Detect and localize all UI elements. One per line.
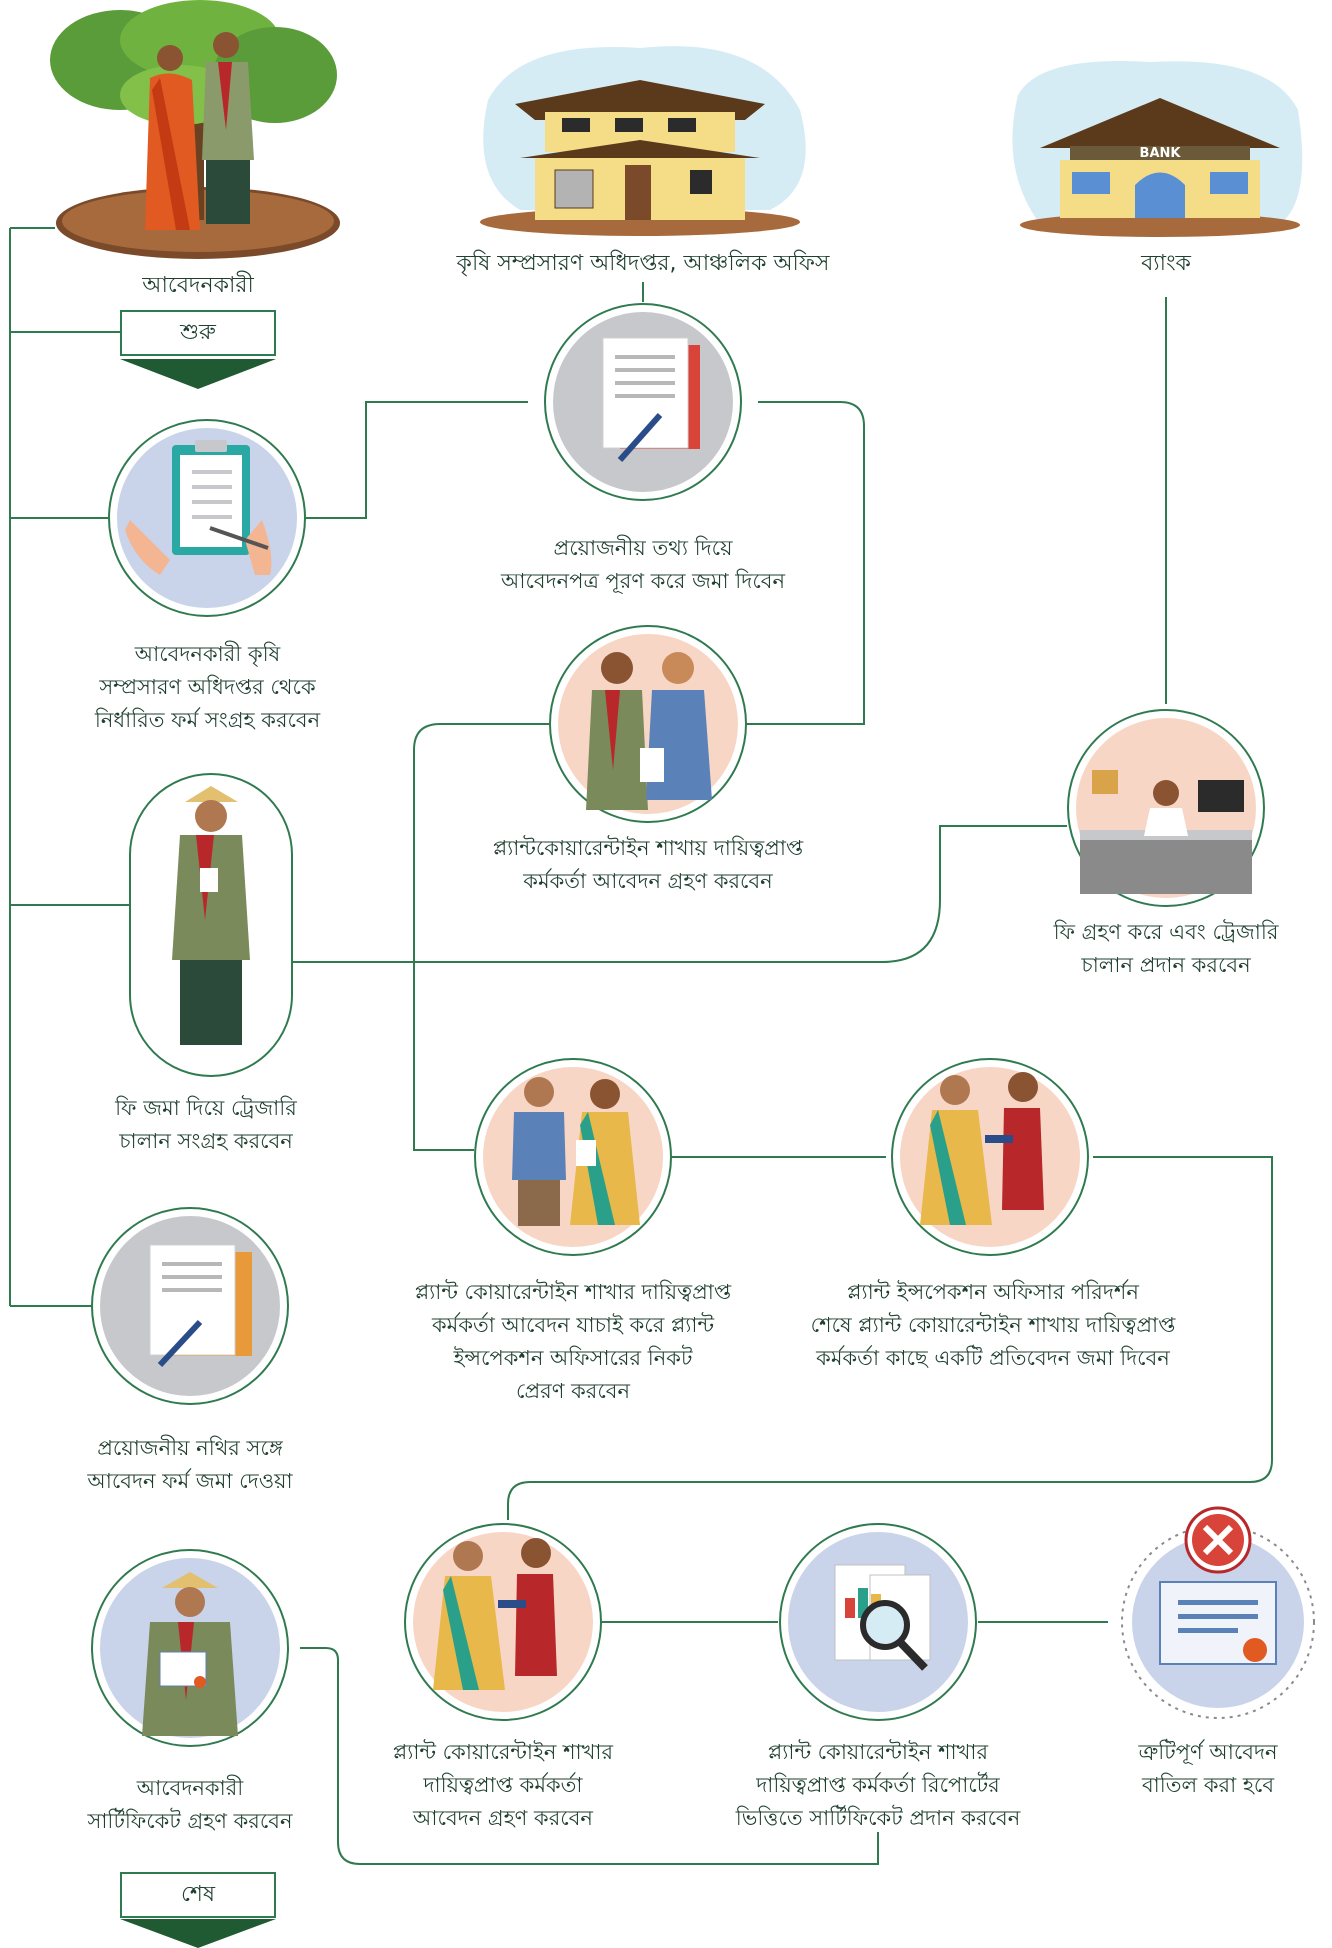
step-issue-certificate-label: প্ল্যান্ট কোয়ারেন্টাইন শাখার দায়িত্বপ্… <box>735 1740 1021 1830</box>
connector-farmer-to-bank <box>292 825 1067 963</box>
connector-certificate-to-applicant <box>300 1647 879 1865</box>
office-label: কৃষি সম্প্রসারণ অধিদপ্তর, আঞ্চলিক অফিস <box>456 250 830 276</box>
connector-inspection-to-receive2 <box>507 1156 1273 1520</box>
applicant-illustration <box>50 0 340 259</box>
end-box: শেষ <box>120 1872 276 1918</box>
rejected-certificate-icon <box>1121 1506 1315 1719</box>
bank-sign: BANK <box>1140 146 1182 161</box>
magnifier-report-icon <box>779 1523 977 1721</box>
start-label: শুরু <box>180 320 216 345</box>
step-verify-forward-label: প্ল্যান্ট কোয়ারেন্টাইন শাখার দায়িত্বপ্… <box>414 1280 732 1403</box>
bank-teller-icon <box>1067 709 1265 907</box>
office-illustration <box>480 46 806 236</box>
bank-label: ব্যাংক <box>1140 251 1191 276</box>
step-officer-receive-label: প্ল্যান্টকোয়ারেন্টাইন শাখায় দায়িত্বপ্… <box>492 836 804 893</box>
document-folder-icon <box>91 1207 289 1405</box>
farmer-certificate-icon <box>91 1549 289 1747</box>
step-bank-fee-label: ফি গ্রহণ করে এবং ট্রেজারি চালান প্রদান ক… <box>1053 920 1279 977</box>
end-arrow <box>120 1919 276 1948</box>
step-pay-fee-label: ফি জমা দিয়ে ট্রেজারি চালান সংগ্রহ করবেন <box>115 1096 297 1153</box>
step-inspection-report-label: প্ল্যান্ট ইন্সপেকশন অফিসার পরিদর্শন শেষে… <box>810 1280 1176 1370</box>
officer-woman-icon <box>474 1058 672 1256</box>
two-officers-icon <box>549 625 747 823</box>
end-label: শেষ <box>180 1882 216 1907</box>
collect-form-icon <box>108 419 306 617</box>
connector-lines <box>9 227 1273 1865</box>
start-box: শুরু <box>120 310 276 356</box>
step-collect-form-label: আবেদনকারী কৃষি সম্প্রসারণ অধিদপ্তর থেকে … <box>94 642 321 732</box>
step-officer-receive-2-label: প্ল্যান্ট কোয়ারেন্টাইন শাখার দায়িত্বপ্… <box>392 1740 614 1830</box>
farmer-receipt-icon <box>129 773 293 1077</box>
connector-fill-to-officer <box>745 401 865 725</box>
start-arrow <box>120 359 276 389</box>
step-fill-form-label: প্রয়োজনীয় তথ্য দিয়ে আবেদনপত্র পূরণ কর… <box>501 536 785 593</box>
bank-illustration: BANK <box>1012 60 1303 237</box>
document-pen-icon <box>544 303 742 501</box>
applicant-label: আবেদনকারী <box>141 271 254 298</box>
officer-receive-icon <box>404 1523 602 1721</box>
step-submit-docs-label: প্রয়োজনীয় নথির সঙ্গে আবেদন ফর্ম জমা দে… <box>87 1436 293 1493</box>
inspection-handover-icon <box>891 1058 1089 1256</box>
connector-collect-to-fill <box>306 401 528 519</box>
step-receive-certificate-label: আবেদনকারী সার্টিফিকেট গ্রহণ করবেন <box>87 1776 293 1833</box>
connector-officer-to-verify <box>413 723 550 1151</box>
step-reject-label: ত্রুটিপূর্ণ আবেদন বাতিল করা হবে <box>1138 1740 1278 1797</box>
